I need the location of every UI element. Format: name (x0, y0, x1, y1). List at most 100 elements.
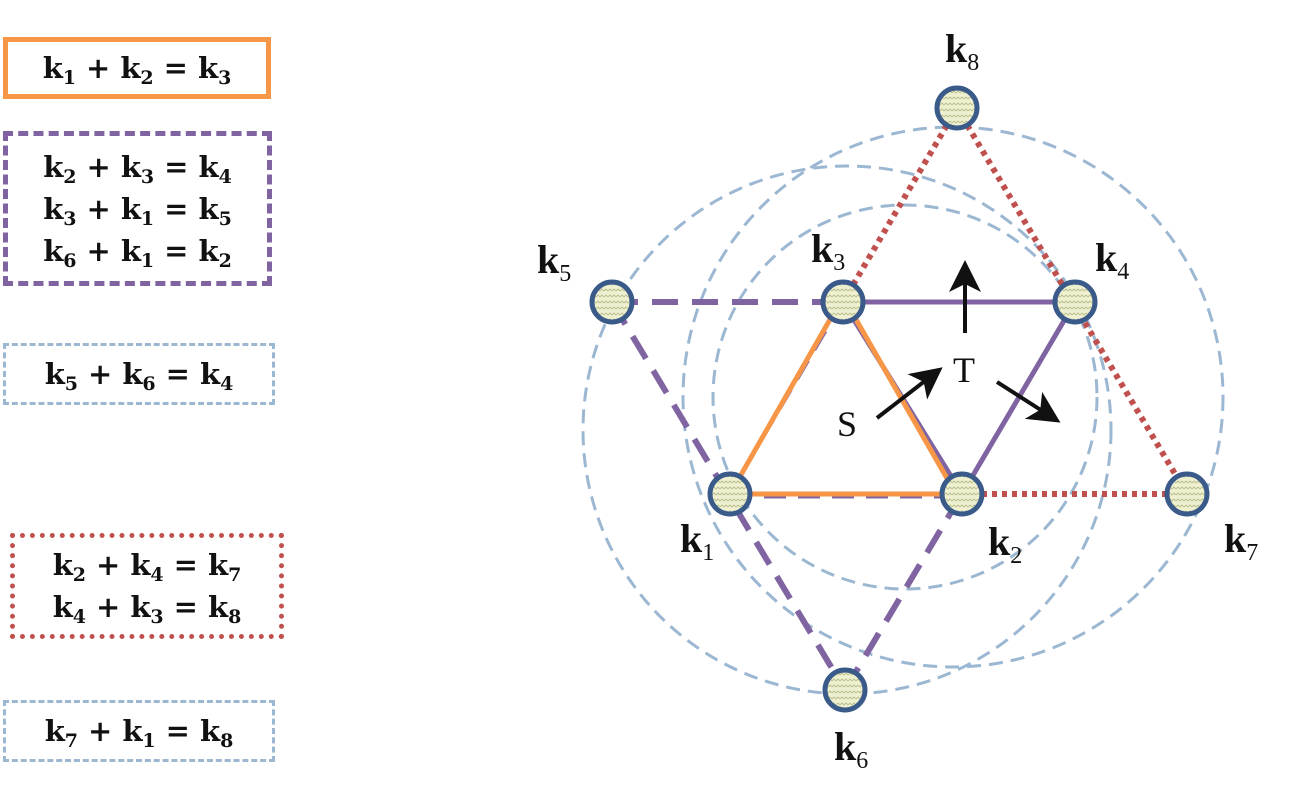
eq-term: k (207, 548, 229, 582)
dashed-circle-1 (581, 164, 1113, 696)
eq-sub: 4 (72, 606, 87, 628)
edge-k6-k2 (842, 492, 965, 692)
dashed-circle-2 (711, 203, 1099, 591)
node-k6 (822, 667, 868, 713)
eq-sub: 1 (62, 67, 77, 89)
eq-op-plus: + (86, 191, 111, 226)
solid-orange-triangle (727, 300, 962, 497)
eq-term: k (43, 191, 64, 226)
equation-box-dotted-red: k2+k4=k7 k4+k3=k8 (10, 533, 284, 639)
equation-row: k2+k4=k7 (53, 544, 242, 586)
eq-sub: 3 (150, 606, 164, 628)
eq-sub: 6 (142, 373, 156, 395)
eq-sub: 5 (218, 207, 232, 230)
eq-sub: 3 (63, 207, 77, 230)
node-k4 (1052, 279, 1098, 325)
eq-sub: 8 (228, 606, 242, 628)
equation-row: k3+k1=k5 (43, 188, 232, 230)
eq-term: k (122, 357, 143, 391)
eq-sub: 3 (140, 165, 155, 188)
eq-op-equals: = (163, 51, 188, 85)
rotation-arrows (875, 260, 1061, 423)
eq-term: k (44, 357, 65, 391)
eq-op-equals: = (165, 714, 190, 748)
wavevector-nodes (589, 85, 1210, 713)
eq-op-plus: + (86, 149, 111, 184)
eq-sub: 2 (72, 564, 87, 586)
eq-sub: 3 (218, 67, 232, 89)
node-k1 (707, 471, 753, 517)
eq-term: k (52, 548, 73, 582)
edge-k1-k3-orange (727, 300, 843, 496)
eq-sub: 1 (140, 207, 155, 230)
label-k6: k6 (834, 724, 868, 774)
label-k5: k5 (537, 237, 571, 287)
eq-term: k (120, 149, 141, 184)
eq-term: k (207, 590, 229, 624)
eq-sub: 7 (64, 730, 79, 752)
arrow-diagonal-down-icon (995, 380, 1061, 423)
eq-term: k (198, 233, 219, 268)
eq-term: k (199, 714, 221, 748)
equation-box-dashed-blue: k5+k6=k4 (3, 343, 275, 405)
node-k8 (934, 85, 980, 131)
eq-term: k (44, 714, 65, 748)
edge-k3-k8 (840, 106, 960, 304)
label-k4: k4 (1095, 235, 1129, 285)
equation-box-dashed-blue: k7+k1=k8 (3, 700, 275, 762)
dashed-circle-3 (681, 125, 1225, 669)
eq-term: k (199, 357, 221, 391)
eq-sub: 1 (140, 249, 155, 272)
eq-sub: 2 (218, 249, 232, 272)
eq-sub: 7 (228, 564, 242, 586)
eq-term: k (130, 548, 151, 582)
equation-row: k2+k3=k4 (43, 146, 232, 188)
label-k8: k8 (945, 26, 979, 76)
eq-sub: 8 (220, 730, 234, 752)
label-k1: k1 (680, 516, 714, 566)
eq-sub: 1 (142, 730, 156, 752)
eq-term: k (120, 233, 141, 268)
eq-op-equals: = (173, 590, 198, 624)
solid-purple-edges (840, 299, 1078, 496)
node-k5 (589, 279, 635, 325)
eq-op-equals: = (164, 233, 189, 268)
eq-op-plus: + (88, 714, 113, 748)
eq-term: k (120, 191, 141, 226)
eq-term: k (130, 590, 151, 624)
dashed-purple-edges (609, 299, 965, 692)
eq-term: k (122, 714, 143, 748)
label-k3: k3 (811, 226, 845, 276)
arrow-diagonal-up-icon (875, 367, 943, 420)
eq-term: k (197, 51, 219, 85)
edge-k5-k6 (609, 300, 848, 692)
eq-op-equals: = (173, 548, 198, 582)
equation-row: k4+k3=k8 (53, 586, 242, 628)
eq-term: k (52, 590, 73, 624)
eq-term: k (42, 51, 63, 85)
label-k2: k2 (988, 519, 1022, 569)
equation-box-dashed-purple: k2+k3=k4 k3+k1=k5 k6+k1=k2 (3, 131, 272, 286)
eq-sub: 5 (64, 373, 79, 395)
eq-sub: 4 (218, 165, 232, 188)
eq-term: k (198, 191, 219, 226)
eq-op-plus: + (86, 233, 111, 268)
label-t: T (953, 350, 975, 390)
eq-op-plus: + (96, 548, 121, 582)
eq-op-equals: = (165, 357, 190, 391)
eq-sub: 6 (63, 249, 77, 272)
dashed-circles (581, 125, 1225, 696)
eq-term: k (43, 233, 64, 268)
node-k2 (939, 471, 985, 517)
eq-term: k (120, 51, 141, 85)
eq-sub: 2 (63, 165, 77, 188)
dashed-purple-thin-edges (728, 301, 962, 499)
eq-op-plus: + (88, 357, 113, 391)
equation-row: k5+k6=k4 (45, 353, 234, 395)
eq-sub: 2 (140, 67, 154, 89)
eq-sub: 4 (150, 564, 164, 586)
equation-row: k1+k2=k3 (43, 47, 232, 89)
eq-sub: 4 (220, 373, 234, 395)
equation-row: k6+k1=k2 (43, 230, 232, 272)
label-k7: k7 (1224, 516, 1258, 566)
